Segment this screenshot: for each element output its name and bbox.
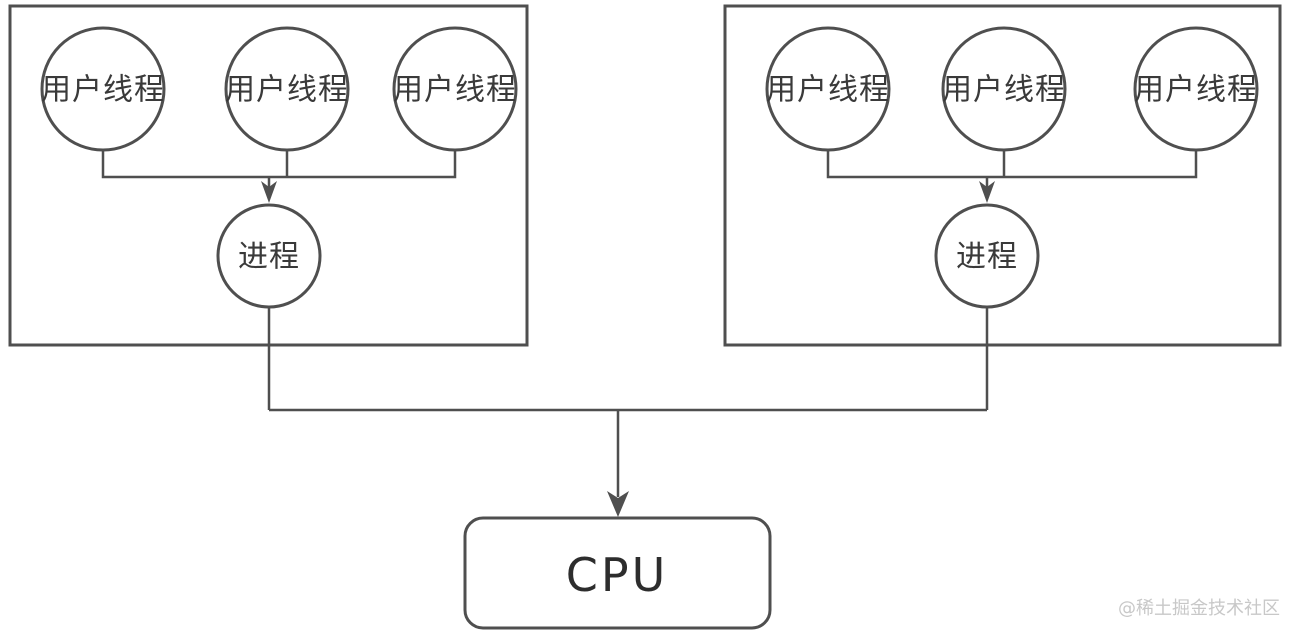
watermark: @稀土掘金技术社区	[1118, 598, 1280, 619]
user-thread-label: 用户线程	[41, 73, 165, 108]
process-circle	[934, 203, 1040, 309]
cpu-box	[463, 516, 772, 630]
user-thread-circle	[40, 26, 166, 152]
process-label: 进程	[956, 240, 1018, 275]
arrowhead-process-right	[979, 181, 995, 203]
user-thread-label: 用户线程	[225, 73, 349, 108]
cpu-label: CPU	[566, 548, 669, 602]
thread-bus-right	[826, 150, 1198, 179]
user-thread-label: 用户线程	[1134, 73, 1258, 108]
arrowhead-process-left	[261, 181, 277, 203]
user-thread-label: 用户线程	[393, 73, 517, 108]
arrowhead-cpu	[607, 491, 629, 517]
user-thread-circle	[224, 26, 350, 152]
user-thread-circle	[392, 26, 518, 152]
user-thread-label: 用户线程	[942, 73, 1066, 108]
user-thread-circle	[941, 26, 1067, 152]
user-thread-circle	[1133, 26, 1259, 152]
process-label: 进程	[238, 240, 300, 275]
cpu-node: CPU	[463, 516, 772, 630]
process-group-left: 用户线程 用户线程 用户线程 进程	[8, 4, 529, 410]
thread-bus-left	[101, 150, 457, 179]
user-thread-circle	[765, 26, 891, 152]
user-thread-label: 用户线程	[766, 73, 890, 108]
cpu-connector	[269, 408, 987, 517]
process-circle	[216, 203, 322, 309]
process-group-right: 用户线程 用户线程 用户线程 进程	[723, 4, 1282, 410]
